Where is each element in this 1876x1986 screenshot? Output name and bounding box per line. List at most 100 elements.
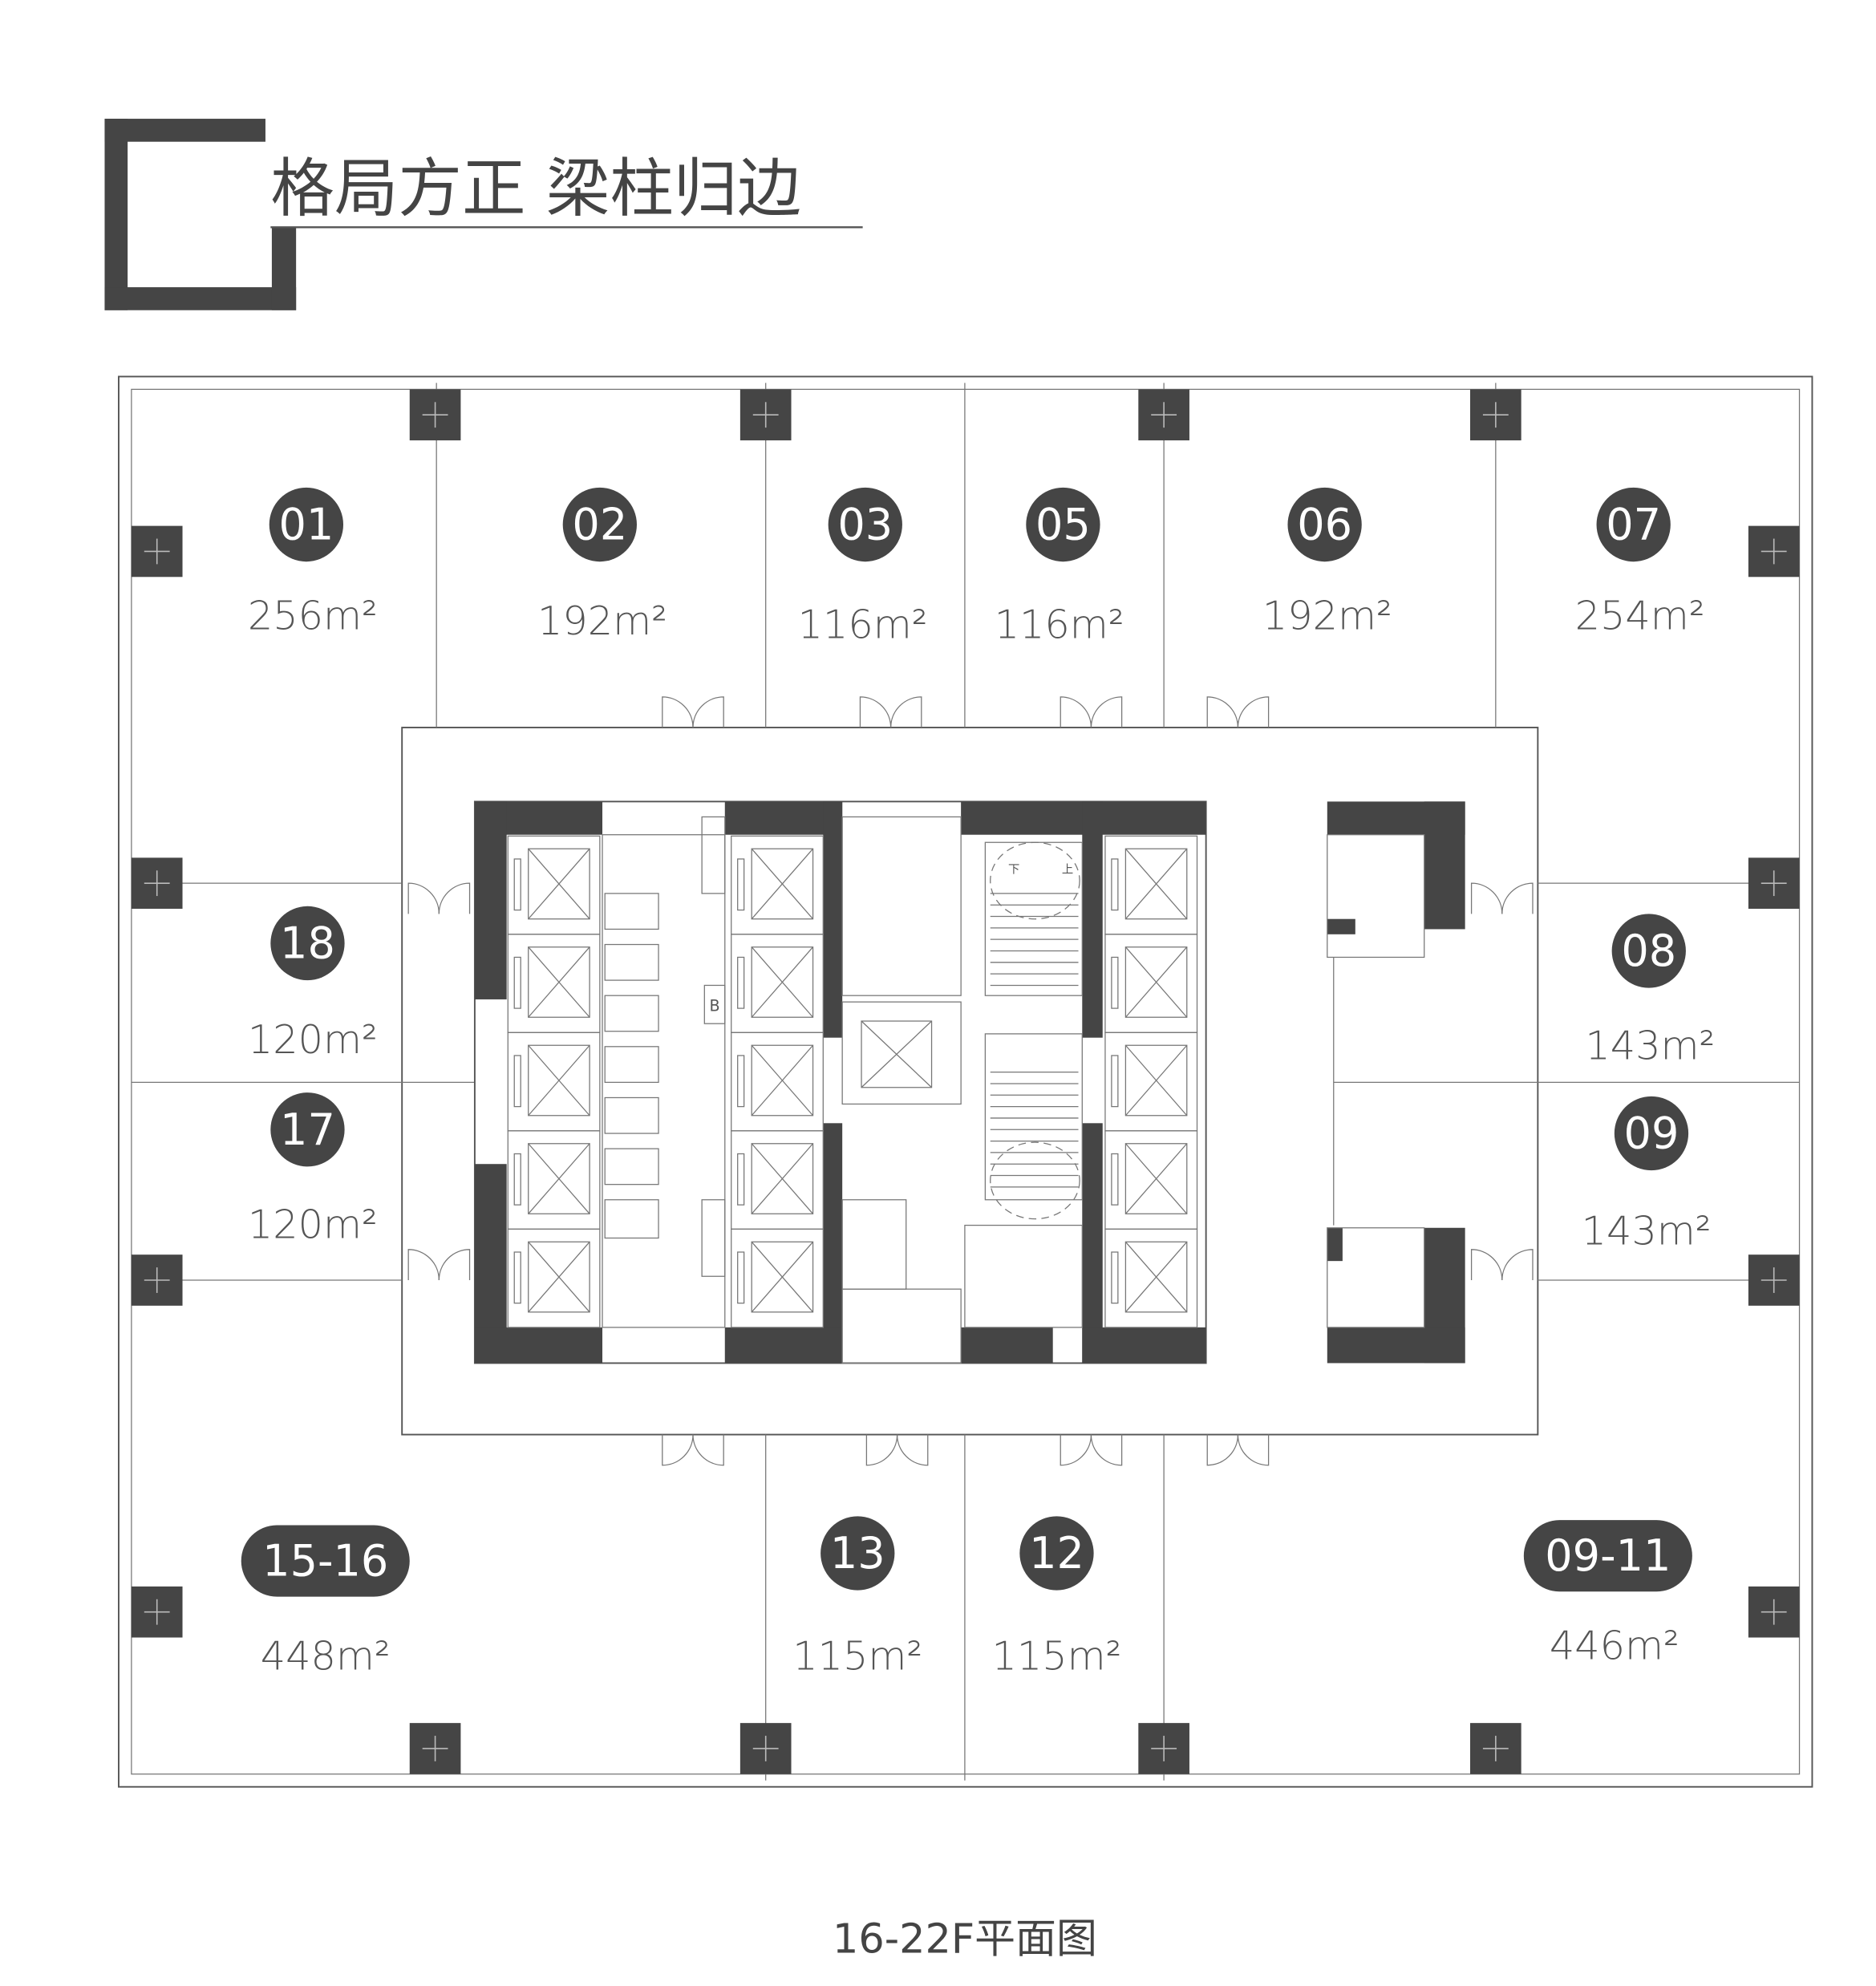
column — [1748, 1586, 1800, 1638]
door-swing — [1206, 1434, 1239, 1466]
column — [409, 1723, 461, 1774]
unit-09[interactable]: 09 143m² — [1582, 1096, 1712, 1254]
elevator-car — [731, 1032, 824, 1132]
unit-number: 01 — [278, 500, 334, 550]
door-swing — [896, 1434, 929, 1466]
structural-columns — [131, 389, 1800, 1774]
unit-badge — [562, 487, 637, 562]
unit-badge — [270, 1092, 345, 1167]
column — [131, 857, 183, 909]
main-core: B 上 下 — [473, 800, 1207, 1364]
title-bracket-logo — [104, 119, 297, 310]
unit-number: 08 — [1621, 926, 1676, 976]
unit-08[interactable]: 08 143m² — [1585, 914, 1715, 1069]
door-swing — [1090, 1434, 1123, 1466]
stair-up-label: 上 — [1062, 862, 1073, 876]
doors — [407, 696, 1534, 1466]
column — [1470, 1723, 1521, 1774]
unit-number: 05 — [1035, 500, 1091, 550]
elevator-car — [507, 1228, 601, 1328]
stair-down-label: 下 — [1008, 863, 1019, 876]
door-swing — [1470, 882, 1503, 914]
unit-badge — [1019, 1516, 1094, 1591]
elevator-car — [731, 1130, 824, 1230]
unit-18[interactable]: 18 120m² — [248, 906, 378, 1063]
elevator-car — [1104, 1130, 1198, 1230]
column — [1138, 1723, 1189, 1774]
unit-area: 115m² — [792, 1632, 922, 1679]
elevator-car — [507, 1032, 601, 1132]
unit-number: 09 — [1624, 1109, 1679, 1159]
column — [739, 389, 792, 441]
unit-area: 115m² — [992, 1632, 1122, 1679]
building-outline — [118, 375, 1813, 1788]
unit-number: 15-16 — [262, 1536, 388, 1587]
elevator-shafts — [507, 835, 1198, 1328]
corridor — [401, 727, 1539, 1436]
unit-badge — [241, 1525, 410, 1597]
column — [1138, 389, 1189, 441]
secondary-core — [1327, 801, 1465, 1364]
door-swing — [1501, 882, 1534, 914]
unit-badge — [1611, 914, 1686, 988]
elevator-car — [731, 934, 824, 1033]
unit-01[interactable]: 01 256m² — [248, 487, 378, 639]
unit-badge — [1287, 487, 1362, 562]
unit-05[interactable]: 05 116m² — [995, 487, 1124, 648]
restroom-b-label: B — [710, 996, 720, 1015]
unit-area: 120m² — [248, 1016, 378, 1063]
unit-09-11[interactable]: 09-11 446m² — [1523, 1520, 1692, 1669]
unit-badge — [820, 1516, 895, 1591]
unit-03[interactable]: 03 116m² — [798, 487, 928, 648]
unit-area: 256m² — [248, 593, 378, 639]
unit-area: 143m² — [1585, 1023, 1715, 1069]
unit-badge — [270, 906, 345, 981]
door-swing — [1237, 696, 1270, 728]
elevator-car — [507, 1130, 601, 1230]
door-swing — [889, 696, 922, 728]
door-swing — [438, 1249, 471, 1281]
elevator-car — [507, 934, 601, 1033]
door-swing — [407, 882, 440, 914]
unit-badge — [1596, 487, 1671, 562]
unit-area: 116m² — [798, 602, 928, 648]
door-swing — [1206, 696, 1239, 728]
door-swing — [662, 696, 694, 728]
column — [131, 1254, 183, 1306]
unit-number: 03 — [837, 500, 893, 550]
door-swing — [692, 696, 724, 728]
stairwell — [984, 841, 1083, 1220]
elevator-car — [1104, 835, 1198, 935]
unit-area: 120m² — [248, 1202, 378, 1248]
unit-badge — [1614, 1096, 1689, 1171]
elevator-car — [507, 835, 601, 935]
door-swing — [438, 882, 471, 914]
door-swing — [407, 1249, 440, 1281]
elevator-car — [731, 1228, 824, 1328]
restroom — [602, 816, 726, 1328]
column — [1748, 857, 1800, 909]
unit-area: 143m² — [1582, 1207, 1712, 1254]
column — [1470, 389, 1521, 441]
unit-area: 116m² — [995, 602, 1124, 648]
door-swing — [865, 1434, 898, 1466]
floor-caption: 16-22F平面图 — [833, 1916, 1097, 1964]
unit-badge — [828, 487, 902, 562]
column — [739, 1723, 792, 1774]
unit-number: 18 — [280, 918, 335, 968]
column — [409, 389, 461, 441]
door-swing — [1501, 1249, 1534, 1281]
page-title: 格局方正 梁柱归边 — [270, 152, 801, 226]
elevator-car — [1104, 1032, 1198, 1132]
unit-area: 446m² — [1550, 1623, 1679, 1669]
column — [1748, 1254, 1800, 1306]
door-swing — [1470, 1249, 1503, 1281]
unit-number: 09-11 — [1545, 1530, 1671, 1581]
